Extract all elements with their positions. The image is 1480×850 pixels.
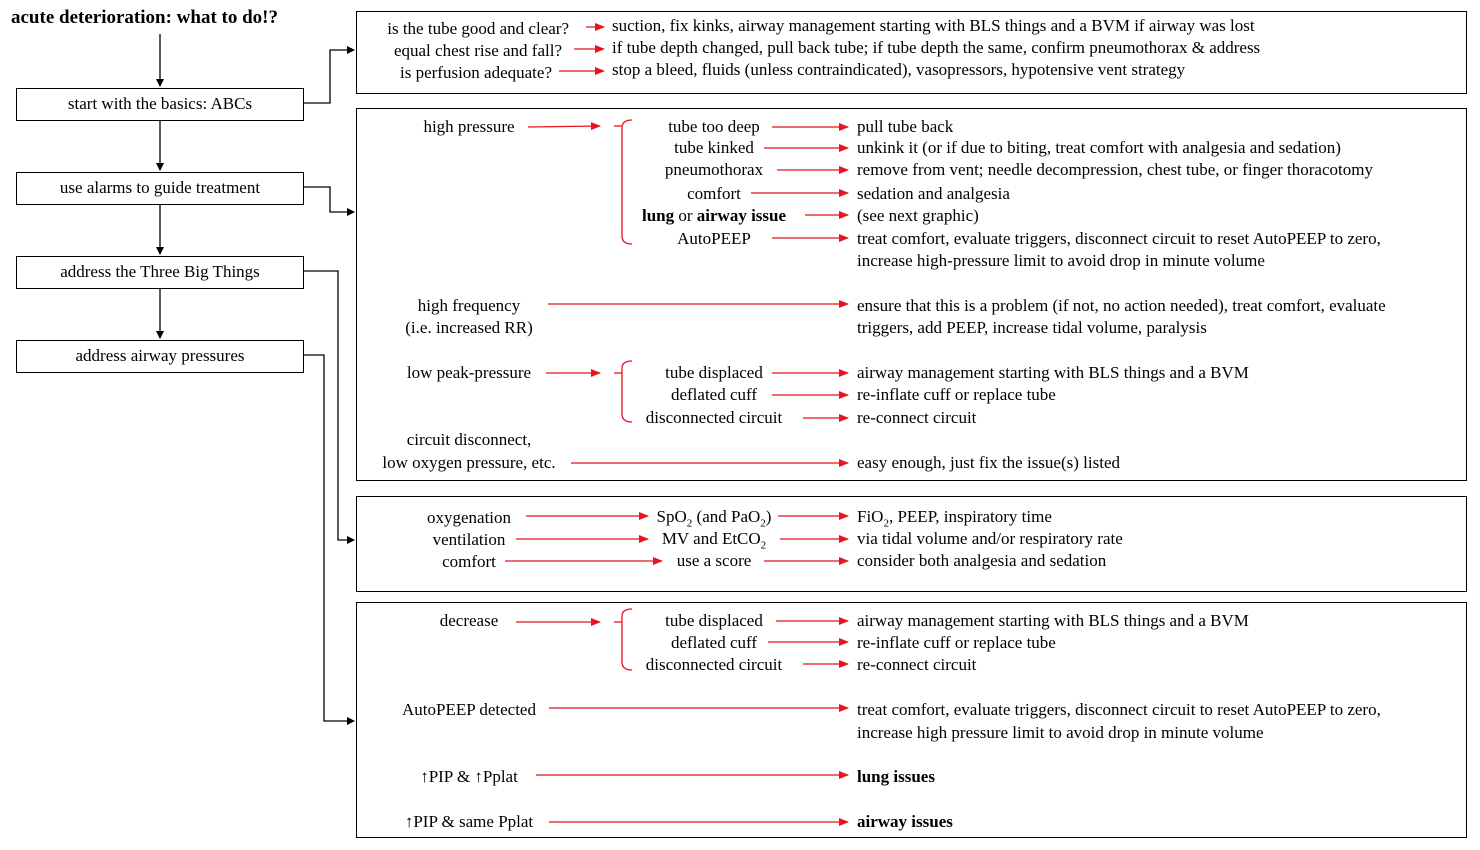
alarm-high-frequency: high frequency (417, 296, 521, 315)
hp-action-unkink: unkink it (or if due to biting, treat co… (857, 138, 1341, 157)
connector-alarms-panel (304, 186, 355, 216)
bracket-high-pressure (621, 119, 633, 245)
abc-panel (356, 11, 1467, 94)
hp-cause-tube-kinked: tube kinked (674, 138, 754, 157)
lp-cause-disconnected: disconnected circuit (645, 408, 783, 427)
airway-issues: airway issues (857, 812, 953, 831)
alarm-low-peak: low peak-pressure (406, 363, 532, 382)
airway-issue-bold: airway issue (696, 206, 787, 225)
lung-issues: lung issues (857, 767, 935, 786)
pao2-sub: 2 (760, 517, 766, 530)
big-three-panel (356, 496, 1467, 592)
abc-answer-tube: suction, fix kinks, airway management st… (612, 16, 1255, 35)
pressure-decrease: decrease (439, 611, 499, 630)
red-arrows (505, 23, 849, 826)
abc-answer-chest: if tube depth changed, pull back tube; i… (612, 38, 1261, 57)
mv-etco2-label: MV and EtCO2 (662, 529, 766, 555)
step-big-three-box: address the Three Big Things (16, 256, 304, 289)
step-pressures-box: address airway pressures (16, 340, 304, 373)
lp-action-cuff: re-inflate cuff or replace tube (857, 385, 1056, 404)
pressure-pip-pplat: ↑PIP & ↑Pplat (420, 767, 518, 786)
spo2-label: SpO2 (and PaO2) (657, 507, 772, 533)
dec-cause-disconnected: disconnected circuit (645, 655, 783, 674)
alarm-high-pressure: high pressure (423, 117, 515, 136)
hp-action-pull-back: pull tube back (857, 117, 954, 136)
connector-big-three-panel (304, 270, 355, 544)
step-alarms-box: use alarms to guide treatment (16, 172, 304, 205)
step-abc-box: start with the basics: ABCs (16, 88, 304, 121)
pressure-autopeep: AutoPEEP detected (402, 700, 536, 719)
hp-action-next-graphic: (see next graphic) (857, 206, 979, 225)
abc-answer-perfusion: stop a bleed, fluids (unless contraindic… (612, 60, 1186, 79)
hp-action-autopeep-1: treat comfort, evaluate triggers, discon… (857, 229, 1381, 248)
pressures-panel (356, 602, 1467, 838)
hp-cause-autopeep: AutoPEEP (677, 229, 751, 248)
alarm-circuit-1: circuit disconnect, (406, 430, 532, 449)
dec-cause-deflated-cuff: deflated cuff (670, 633, 758, 652)
hf-action-1: ensure that this is a problem (if not, n… (857, 296, 1386, 315)
big-ventilation: ventilation (432, 530, 506, 549)
bracket-low-peak (621, 360, 633, 423)
spo2-pre: SpO (656, 507, 687, 526)
circuit-action: easy enough, just fix the issue(s) liste… (857, 453, 1120, 472)
hp-cause-comfort: comfort (687, 184, 741, 203)
red-arrow (527, 122, 601, 131)
connector-abc-panel (304, 46, 355, 104)
page-title: acute deterioration: what to do!? (11, 7, 279, 28)
fio2-pre: FiO (857, 507, 884, 526)
dec-cause-tube-displaced: tube displaced (665, 611, 763, 630)
hp-cause-lung-airway: lung or airway issue (642, 206, 786, 226)
fio2-post: , PEEP, inspiratory time (888, 507, 1052, 526)
fio2-action: FiO2, PEEP, inspiratory time (857, 507, 1052, 533)
pressure-pip-same: ↑PIP & same Pplat (404, 812, 534, 831)
lp-action-airway: airway management starting with BLS thin… (857, 363, 1249, 382)
abc-question-tube: is the tube good and clear? (387, 19, 569, 38)
bracket-decrease (621, 608, 633, 671)
alarms-panel (356, 108, 1467, 481)
hp-cause-pneumothorax: pneumothorax (664, 160, 764, 179)
alarm-high-frequency-sub: (i.e. increased RR) (405, 318, 533, 337)
dec-action-airway: airway management starting with BLS thin… (857, 611, 1249, 630)
connector-pressures-panel (304, 354, 355, 725)
hp-action-decompress: remove from vent; needle decompression, … (857, 160, 1373, 179)
abc-question-perfusion: is perfusion adequate? (400, 63, 552, 82)
main-flow-arrows (156, 34, 355, 725)
spo2-post: ) (765, 507, 772, 526)
etco2-sub: 2 (760, 539, 767, 552)
hf-action-2: triggers, add PEEP, increase tidal volum… (857, 318, 1207, 337)
spo2-mid: (and PaO (692, 507, 761, 526)
hp-action-sedation: sedation and analgesia (857, 184, 1010, 203)
lp-action-reconnect: re-connect circuit (857, 408, 977, 427)
autopeep-action-2: increase high pressure limit to avoid dr… (857, 723, 1264, 742)
score-label: use a score (676, 551, 752, 570)
lp-cause-deflated-cuff: deflated cuff (670, 385, 758, 404)
spo2-sub: 2 (686, 517, 693, 530)
dec-action-reconnect: re-connect circuit (857, 655, 977, 674)
big-comfort: comfort (442, 552, 496, 571)
alarm-circuit-2: low oxygen pressure, etc. (382, 453, 556, 472)
fio2-sub: 2 (883, 517, 889, 530)
ventilation-action: via tidal volume and/or respiratory rate (857, 529, 1123, 548)
dec-action-cuff: re-inflate cuff or replace tube (857, 633, 1056, 652)
hp-action-autopeep-2: increase high-pressure limit to avoid dr… (857, 251, 1265, 270)
or-word: or (678, 206, 693, 225)
autopeep-action-1: treat comfort, evaluate triggers, discon… (857, 700, 1381, 719)
hp-cause-tube-deep: tube too deep (668, 117, 760, 136)
comfort-action: consider both analgesia and sedation (857, 551, 1107, 570)
lung-bold: lung (641, 206, 675, 225)
mv-pre: MV and EtCO (661, 529, 761, 548)
big-oxygenation: oxygenation (426, 508, 512, 527)
lp-cause-tube-displaced: tube displaced (665, 363, 763, 382)
abc-question-chest: equal chest rise and fall? (393, 41, 562, 60)
